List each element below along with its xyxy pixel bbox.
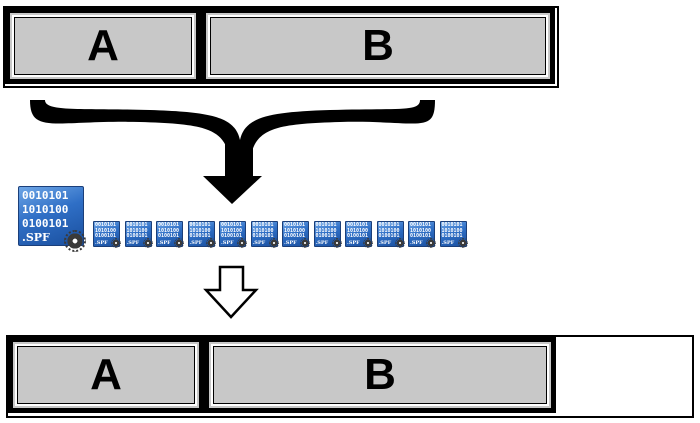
small-file-line: 1010100 <box>441 227 463 234</box>
small-file-line: 0010101 <box>158 222 180 228</box>
small-gear-icon <box>363 238 373 248</box>
solid-arrow-shaft <box>225 140 253 176</box>
small-file-line: 1010100 <box>315 227 337 234</box>
small-file-extension: .SPF <box>315 240 329 246</box>
bottom-segment-b-label: B <box>364 350 396 399</box>
small-file-extension: .SPF <box>126 240 140 246</box>
large-file-extension: .SPF <box>22 231 50 244</box>
small-file-line: 0100101 <box>378 233 400 239</box>
small-file-extension: .SPF <box>378 240 392 246</box>
small-file-line: 0100101 <box>189 233 211 239</box>
small-file-extension: .SPF <box>284 240 297 246</box>
small-file-line: 0100101 <box>410 233 432 239</box>
small-file-extension: .SPF <box>410 240 423 246</box>
small-gear-icon <box>426 238 436 248</box>
small-file-line: 0010101 <box>378 222 400 228</box>
small-file-line: 1010100 <box>95 227 117 234</box>
small-file-line: 0100101 <box>95 233 117 239</box>
small-file-line: 0100101 <box>126 233 148 239</box>
small-gear-icon <box>457 238 468 248</box>
top-segment-b-label: B <box>362 21 394 70</box>
small-file-line: 1010100 <box>284 227 306 234</box>
small-gear-icon <box>205 238 216 248</box>
small-file-line: 0010101 <box>441 222 463 228</box>
small-file-line: 0010101 <box>95 222 117 228</box>
small-file-line: 1010100 <box>378 227 400 234</box>
small-gear-icon <box>174 238 184 248</box>
small-file-line: 1010100 <box>252 227 274 234</box>
small-file-line: 0010101 <box>410 222 432 228</box>
small-file-line: 0010101 <box>252 222 274 228</box>
small-file-extension: .SPF <box>221 240 234 246</box>
small-file-line: 0100101 <box>441 233 463 239</box>
small-file-line: 0100101 <box>252 233 274 239</box>
small-file-line: 1010100 <box>126 227 148 234</box>
small-file-line: 0100101 <box>347 233 369 239</box>
small-gear-icon <box>331 238 342 248</box>
bottom-segment-a-label: A <box>90 350 122 399</box>
small-file-line: 1010100 <box>347 227 369 234</box>
small-file-line: 0100101 <box>221 233 243 239</box>
top-segment-a-label: A <box>87 21 119 70</box>
large-file-line-2: 1010100 <box>22 203 69 216</box>
top-segment-a: A <box>5 8 201 84</box>
large-gear-icon <box>64 230 86 252</box>
small-file-extension: .SPF <box>441 240 455 246</box>
small-file-extension: .SPF <box>158 240 171 246</box>
small-file-extension: .SPF <box>189 240 203 246</box>
small-file-line: 0010101 <box>347 222 369 228</box>
small-file-line: 0010101 <box>315 222 337 228</box>
small-file-line: 1010100 <box>221 227 243 234</box>
small-gear-icon <box>237 238 247 248</box>
large-file-line-3: 0100101 <box>22 217 69 230</box>
bottom-segment-b: B <box>204 337 556 413</box>
hollow-arrow-icon <box>203 265 259 319</box>
small-file-line: 0010101 <box>221 222 243 228</box>
small-file-line: 1010100 <box>158 227 180 234</box>
bottom-segment-a: A <box>8 337 204 413</box>
small-file-extension: .SPF <box>95 240 108 246</box>
curly-brace <box>30 100 435 160</box>
small-file-extension: .SPF <box>347 240 360 246</box>
small-gear-icon <box>394 238 405 248</box>
small-file-line: 0010101 <box>189 222 211 228</box>
solid-arrow-head <box>203 176 262 204</box>
small-file-line: 0100101 <box>315 233 337 239</box>
small-gear-icon <box>268 238 279 248</box>
large-file-line-1: 0010101 <box>22 189 69 202</box>
small-file-line: 0100101 <box>158 233 180 239</box>
small-file-line: 0100101 <box>284 233 306 239</box>
small-gear-icon <box>142 238 153 248</box>
small-file-line: 1010100 <box>410 227 432 234</box>
small-file-line: 1010100 <box>189 227 211 234</box>
small-gear-icon <box>111 238 121 248</box>
small-gear-icon <box>300 238 310 248</box>
small-file-extension: .SPF <box>252 240 266 246</box>
small-file-line: 0010101 <box>284 222 306 228</box>
small-file-line: 0010101 <box>126 222 148 228</box>
